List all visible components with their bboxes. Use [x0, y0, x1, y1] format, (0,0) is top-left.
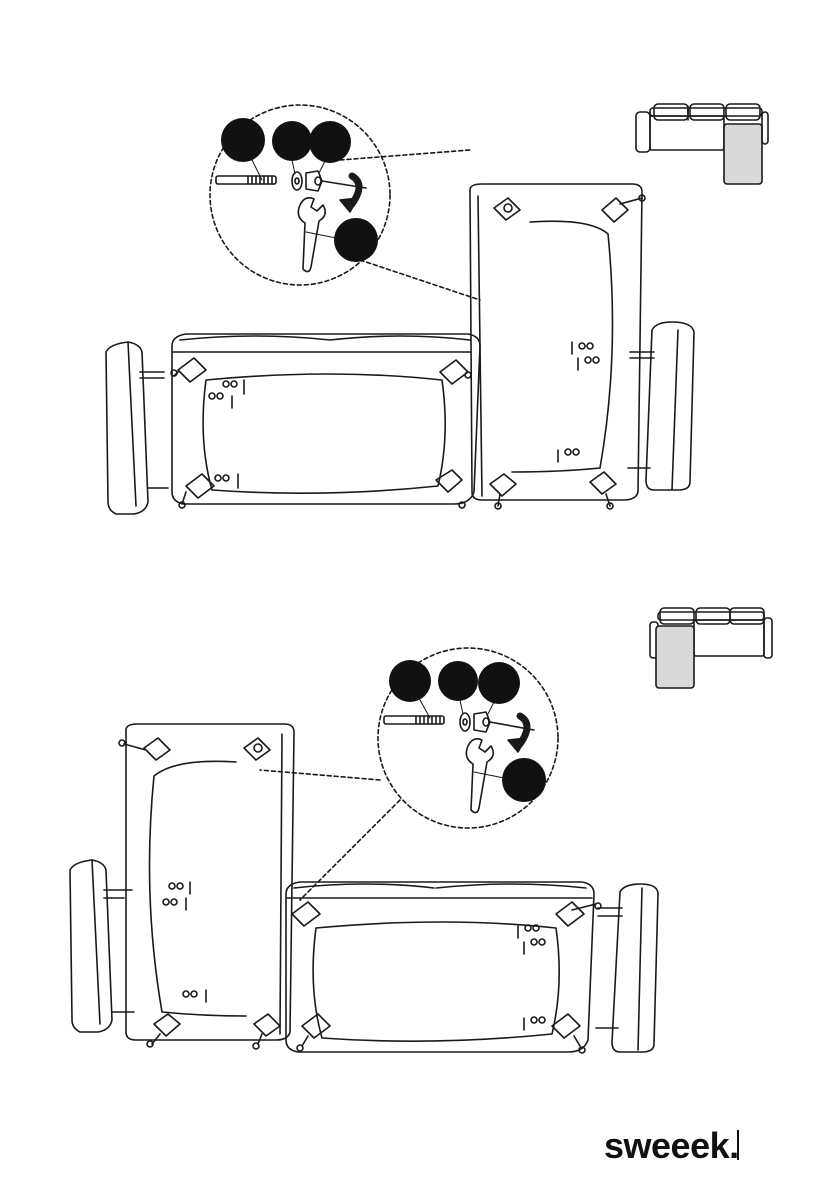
- chaise-module-bottom: [119, 724, 294, 1049]
- step-bottom-illustration: [70, 608, 772, 1053]
- highlighted-module: [656, 626, 694, 688]
- armrest-left-top: [106, 342, 168, 514]
- callout-badge-2: [438, 661, 478, 701]
- armrest-right-bottom: [596, 884, 658, 1052]
- hardware-zoom-top: [210, 105, 480, 300]
- brand-divider: [737, 1130, 739, 1160]
- layout-thumbnail-top: [636, 104, 768, 184]
- layout-thumbnail-bottom: [650, 608, 772, 688]
- chaise-module-top: [470, 184, 645, 509]
- seat-module-top: [171, 334, 480, 508]
- brand-logo: sweeek.: [604, 1126, 739, 1166]
- seat-module-bottom: [286, 882, 601, 1053]
- step-top-illustration: [106, 104, 768, 514]
- callout-badge-1: [221, 118, 265, 162]
- hardware-zoom-bottom: [260, 648, 558, 900]
- callout-badge-2: [272, 121, 312, 161]
- callout-badge-4: [502, 758, 546, 802]
- callout-badge-1: [389, 660, 431, 702]
- armrest-left-bottom: [70, 860, 134, 1032]
- callout-badge-4: [334, 218, 378, 262]
- callout-badge-3: [478, 662, 520, 704]
- callout-badge-3: [309, 121, 351, 163]
- highlighted-module: [724, 124, 762, 184]
